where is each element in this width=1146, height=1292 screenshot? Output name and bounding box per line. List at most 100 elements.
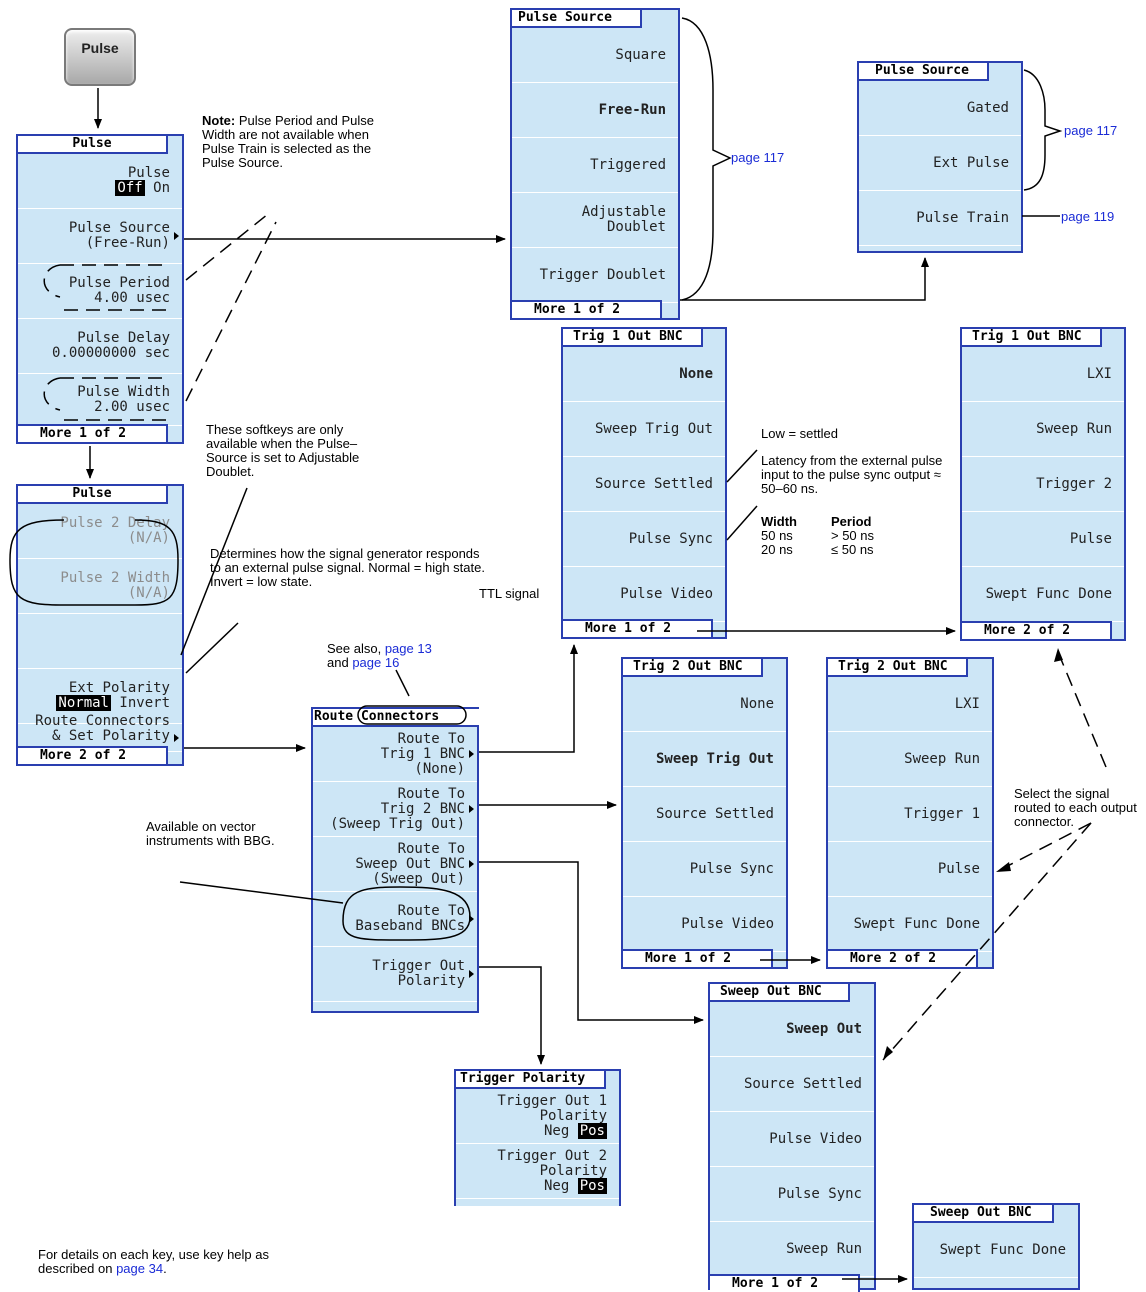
page-117-link-a[interactable]: page 117 bbox=[731, 150, 785, 165]
pulse-train-key[interactable]: Pulse Train bbox=[859, 191, 1021, 246]
trig2-none-key[interactable]: None bbox=[623, 677, 786, 732]
sweep-out-key[interactable]: Sweep Out bbox=[710, 1002, 874, 1057]
pulse-on-off-key[interactable]: Pulse Off On bbox=[18, 154, 182, 209]
period-header: Period bbox=[831, 514, 872, 529]
sweep-out-more-key[interactable]: More 1 of 2 bbox=[710, 1274, 860, 1292]
pulse2-width-key[interactable]: Pulse 2 Width(N/A) bbox=[18, 559, 182, 614]
sweep-pulse-video-key[interactable]: Pulse Video bbox=[710, 1112, 874, 1167]
trigger-out2-label: Trigger Out 2 bbox=[497, 1147, 607, 1164]
sweep-run-label: Sweep Run bbox=[786, 1240, 862, 1257]
trig1-trigger2-key[interactable]: Trigger 2 bbox=[962, 457, 1124, 512]
pulse-width-value: 2.00 usec bbox=[94, 398, 170, 415]
trigger-out1-label: Trigger Out 1 bbox=[497, 1092, 607, 1109]
pulse-delay-value: 0.00000000 sec bbox=[51, 345, 170, 361]
note-pulse-period-width: Note: Pulse Period and Pulse Width are n… bbox=[202, 114, 377, 170]
note-select-signal: Select the signal routed to each output … bbox=[1014, 786, 1137, 829]
route-connectors-label: Route Connectors bbox=[35, 712, 170, 729]
trig2-trigger1-key[interactable]: Trigger 1 bbox=[828, 787, 992, 842]
pulse2-delay-key[interactable]: Pulse 2 Delay(N/A) bbox=[18, 504, 182, 559]
sweep-swept-func-done-key[interactable]: Swept Func Done bbox=[914, 1223, 1078, 1278]
trig1-none-key[interactable]: None bbox=[563, 347, 725, 402]
blank-key bbox=[18, 614, 182, 669]
adjustable-label: Adjustable bbox=[581, 204, 666, 220]
route-connectors-key[interactable]: Route Connectors& Set Polarity bbox=[18, 713, 182, 752]
pulse-on-option: On bbox=[153, 180, 170, 196]
trig2-pulse-key[interactable]: Pulse bbox=[828, 842, 992, 897]
trig1-out-more-key[interactable]: More 1 of 2 bbox=[563, 619, 713, 637]
trig2-pulse-sync-key[interactable]: Pulse Sync bbox=[623, 842, 786, 897]
pulse-source-value: (Free-Run) bbox=[85, 235, 170, 251]
trig2-lxi-label: LXI bbox=[954, 695, 980, 712]
pulse-menu-title: Pulse bbox=[18, 136, 168, 154]
pulse-hard-key[interactable]: Pulse bbox=[64, 28, 136, 86]
sweep-out-menu: Sweep Out BNC Sweep Out Source Settled P… bbox=[708, 982, 876, 1292]
triggered-key[interactable]: Triggered bbox=[512, 138, 678, 193]
trig1-pulse-sync-key[interactable]: Pulse Sync bbox=[563, 512, 725, 567]
sweep-out-menu-page2: Sweep Out BNC Swept Func Done bbox=[912, 1203, 1080, 1290]
sweep-out2-title: Sweep Out BNC bbox=[914, 1205, 1054, 1223]
pulse-menu-more-key[interactable]: More 1 of 2 bbox=[18, 424, 168, 442]
pulse-source-menu: Pulse Source Square Free-Run Triggered A… bbox=[510, 8, 680, 320]
trig1-sweep-trig-out-key[interactable]: Sweep Trig Out bbox=[563, 402, 725, 457]
trig1-out2-title: Trig 1 Out BNC bbox=[962, 329, 1102, 347]
pulse-menu2-title: Pulse bbox=[18, 486, 168, 504]
period-row2: ≤ 50 ns bbox=[831, 542, 874, 557]
trig2-sweep-trig-out-label: Sweep Trig Out bbox=[655, 750, 774, 767]
pulse-menu: Pulse Pulse Off On Pulse Source(Free-Run… bbox=[16, 134, 184, 444]
pulse2-width-label: Pulse 2 Width bbox=[60, 570, 170, 586]
trig2-sweep-run-key[interactable]: Sweep Run bbox=[828, 732, 992, 787]
trig2-lxi-key[interactable]: LXI bbox=[828, 677, 992, 732]
page-34-link[interactable]: page 34 bbox=[116, 1261, 164, 1276]
trigger-out1-pos-option: Pos bbox=[577, 1122, 607, 1139]
page-117-link-b[interactable]: page 117 bbox=[1064, 123, 1118, 138]
gated-key[interactable]: Gated bbox=[859, 81, 1021, 136]
ext-pulse-key[interactable]: Ext Pulse bbox=[859, 136, 1021, 191]
ext-polarity-key[interactable]: Ext Polarity Normal Invert bbox=[18, 669, 182, 724]
sweep-source-settled-key[interactable]: Source Settled bbox=[710, 1057, 874, 1112]
route-sweep-out-label2: Sweep Out BNC bbox=[355, 855, 465, 872]
page-16-link[interactable]: page 16 bbox=[352, 655, 400, 670]
page-13-link[interactable]: page 13 bbox=[384, 641, 432, 656]
width-row1: 50 ns bbox=[761, 528, 793, 543]
trig1-pulse-key[interactable]: Pulse bbox=[962, 512, 1124, 567]
trigger-out-polarity-label1: Trigger Out bbox=[372, 958, 465, 974]
trig2-out-more-key[interactable]: More 1 of 2 bbox=[623, 949, 773, 967]
trig2-out2-more-key[interactable]: More 2 of 2 bbox=[828, 949, 978, 967]
trig1-sweep-run-label: Sweep Run bbox=[1036, 420, 1112, 437]
trig1-lxi-key[interactable]: LXI bbox=[962, 347, 1124, 402]
route-sweep-out-label1: Route To bbox=[397, 840, 465, 857]
sweep-pulse-video-label: Pulse Video bbox=[769, 1130, 862, 1147]
free-run-label: Free-Run bbox=[598, 101, 666, 118]
trig1-source-settled-key[interactable]: Source Settled bbox=[563, 457, 725, 512]
trig2-sweep-trig-out-key[interactable]: Sweep Trig Out bbox=[623, 732, 786, 787]
pulse-source-key[interactable]: Pulse Source(Free-Run) bbox=[18, 209, 182, 264]
free-run-key[interactable]: Free-Run bbox=[512, 83, 678, 138]
pulse-off-option: Off bbox=[115, 180, 145, 196]
sweep-pulse-sync-key[interactable]: Pulse Sync bbox=[710, 1167, 874, 1222]
width-row2: 20 ns bbox=[761, 542, 793, 557]
trig2-source-settled-key[interactable]: Source Settled bbox=[623, 787, 786, 842]
pulse2-width-value: (N/A) bbox=[127, 585, 170, 601]
trig1-pulse-video-label: Pulse Video bbox=[620, 585, 713, 602]
width-header: Width bbox=[761, 514, 797, 529]
trig1-swept-func-done-label: Swept Func Done bbox=[985, 585, 1112, 602]
pulse-source-more-key[interactable]: More 1 of 2 bbox=[512, 300, 662, 318]
trig2-out-menu-page2: Trig 2 Out BNC LXI Sweep Run Trigger 1 P… bbox=[826, 657, 994, 969]
pulse-menu2-more-key[interactable]: More 2 of 2 bbox=[18, 746, 168, 764]
sweep-source-settled-label: Source Settled bbox=[743, 1075, 862, 1092]
trig1-sweep-run-key[interactable]: Sweep Run bbox=[962, 402, 1124, 457]
trig1-out2-more-key[interactable]: More 2 of 2 bbox=[962, 621, 1112, 639]
page-119-link[interactable]: page 119 bbox=[1061, 209, 1115, 224]
square-key[interactable]: Square bbox=[512, 28, 678, 83]
